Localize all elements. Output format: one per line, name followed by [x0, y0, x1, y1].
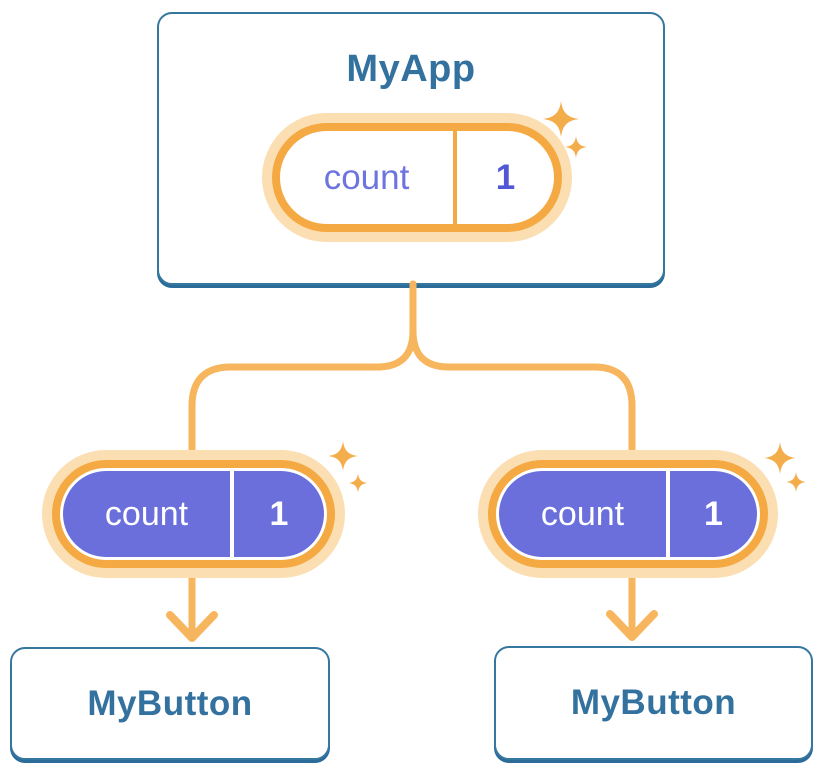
component-label: MyButton — [570, 683, 737, 722]
arrow-head-left-icon — [166, 611, 218, 642]
state-key: count — [540, 494, 625, 533]
branch-line-right — [409, 280, 636, 464]
arrow-head-right-icon — [606, 610, 658, 641]
state-value: 1 — [704, 494, 723, 533]
state-pill-right: count 1 — [478, 450, 778, 578]
state-value: 1 — [495, 157, 516, 197]
state-value: 1 — [269, 494, 289, 533]
pill-divider — [230, 471, 234, 557]
sparkle-icon — [348, 473, 368, 493]
sparkle-icon — [764, 442, 796, 474]
pill-divider — [666, 471, 670, 557]
state-pill-left: count 1 — [42, 450, 345, 578]
state-pill-fill: count 1 — [63, 471, 324, 557]
state-pill-fill: count 1 — [499, 471, 757, 557]
state-pill-ring: count 1 — [272, 123, 562, 232]
state-key: count — [104, 494, 189, 533]
state-pill-ring: count 1 — [52, 460, 335, 568]
state-key: count — [323, 157, 410, 197]
component-card-mybutton-right: MyButton — [494, 646, 813, 760]
state-pill-ring: count 1 — [488, 460, 768, 568]
component-label: MyButton — [87, 683, 253, 723]
pill-divider — [453, 131, 457, 224]
state-pill-root: count 1 — [262, 113, 572, 242]
component-label: MyApp — [346, 48, 476, 90]
branch-line-left — [188, 280, 417, 464]
component-card-mybutton-left: MyButton — [10, 647, 330, 760]
sparkle-icon — [328, 441, 358, 471]
sparkle-icon — [786, 472, 806, 492]
